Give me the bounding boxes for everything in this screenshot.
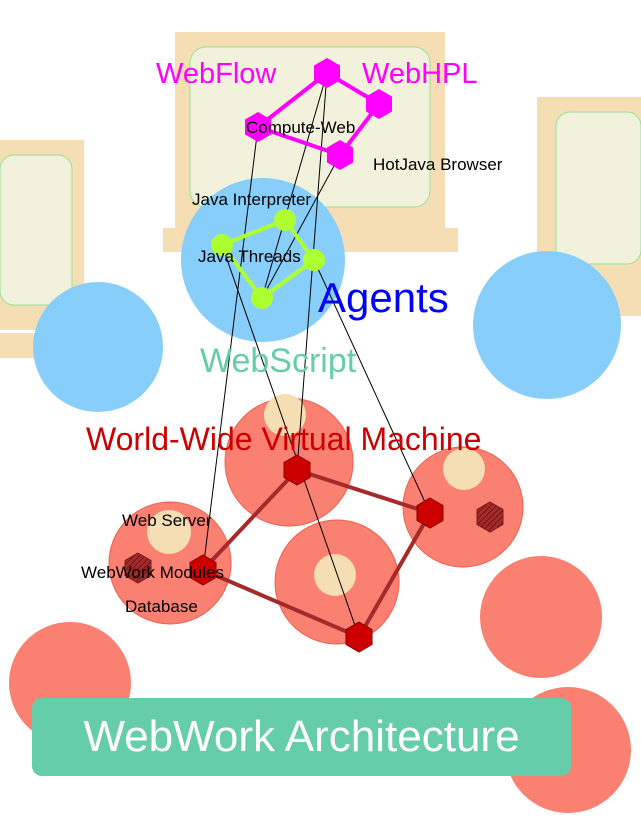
wheat-bump-b (443, 448, 485, 490)
label-webscript: WebScript (200, 342, 357, 380)
java-node-left (211, 234, 233, 256)
label-database: Database (125, 597, 198, 616)
label-world-wide-virtual-machine: World-Wide Virtual Machine (86, 421, 481, 457)
blue-disk-center (181, 178, 345, 342)
label-webhpl: WebHPL (362, 58, 478, 90)
label-webwork-modules: WebWork Modules (81, 563, 224, 582)
blue-disk-right (473, 251, 621, 399)
salmon-disk-e (480, 556, 602, 678)
label-web-server: Web Server (122, 511, 212, 530)
java-node-bottom (251, 287, 273, 309)
java-node-top (274, 209, 296, 231)
connector-lines (202, 72, 431, 638)
wheat-bump-a (264, 394, 306, 436)
label-java-interpreter: Java Interpreter (192, 190, 311, 209)
label-hotjava-browser: HotJava Browser (373, 155, 503, 174)
label-compute-web: Compute-Web (246, 118, 355, 137)
blue-disk-left (33, 282, 163, 412)
title-banner: WebWork Architecture (32, 698, 571, 776)
label-java-threads: Java Threads (198, 247, 301, 266)
java-node-right (303, 249, 325, 271)
label-agents: Agents (318, 274, 449, 321)
wheat-bump-c (147, 510, 191, 554)
diagram-title: WebWork Architecture (83, 712, 520, 761)
salmon-disk-c (108, 501, 232, 625)
wwvm-edges (201, 468, 432, 639)
label-webflow: WebFlow (156, 58, 277, 90)
salmon-disk-b (402, 446, 524, 568)
wheat-bump-d (314, 554, 356, 596)
